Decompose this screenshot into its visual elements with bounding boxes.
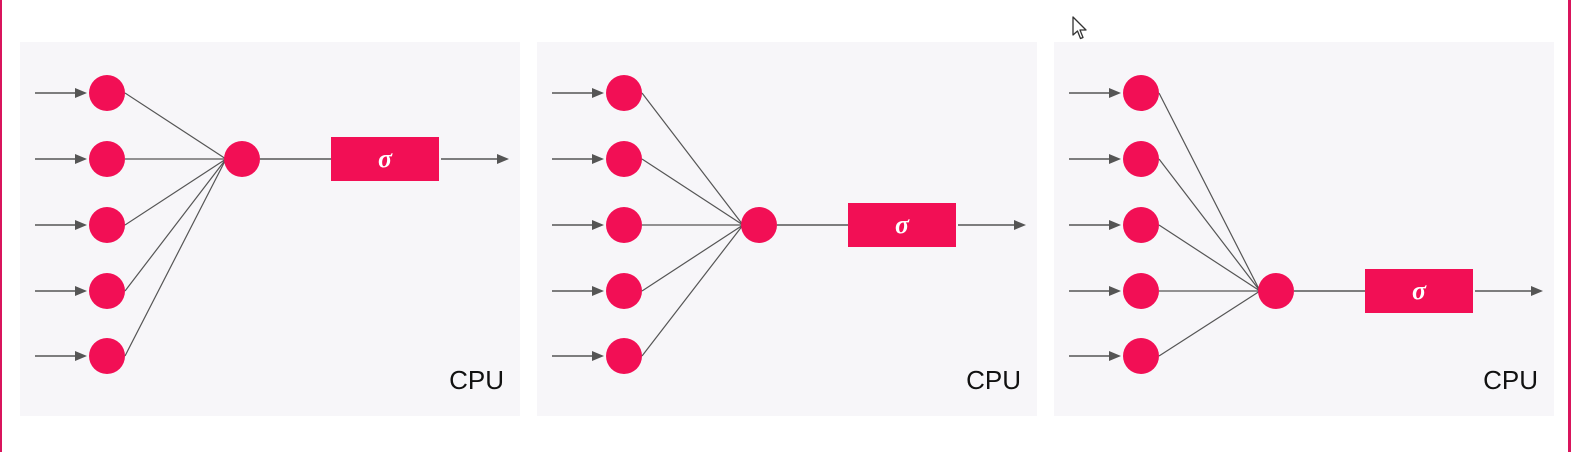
input-neuron xyxy=(606,141,642,177)
connection-line xyxy=(124,158,227,226)
input-arrow-head xyxy=(75,286,87,296)
frame-edge-right xyxy=(1568,0,1571,452)
input-arrow-head xyxy=(75,154,87,164)
input-arrow-head xyxy=(592,286,604,296)
input-neuron xyxy=(606,75,642,111)
input-neuron xyxy=(606,273,642,309)
input-neuron xyxy=(1123,207,1159,243)
sigma-activation-box: σ xyxy=(1365,269,1473,313)
connection-line xyxy=(124,158,227,292)
connection-line xyxy=(641,224,744,292)
connection-line xyxy=(641,92,744,226)
frame-edge-left xyxy=(0,0,2,452)
network-diagram-1 xyxy=(35,75,509,374)
input-neuron xyxy=(606,338,642,374)
cpu-label: CPU xyxy=(1483,365,1538,395)
sigma-activation-box: σ xyxy=(331,137,439,181)
connection-line xyxy=(641,224,744,357)
input-arrow-head xyxy=(1109,88,1121,98)
input-neuron xyxy=(1123,273,1159,309)
output-arrow-head xyxy=(1014,220,1026,230)
connection-line xyxy=(124,92,227,160)
summation-neuron xyxy=(741,207,777,243)
connection-line xyxy=(1158,290,1261,357)
input-neuron xyxy=(89,338,125,374)
input-arrow-head xyxy=(592,88,604,98)
connection-line xyxy=(1158,224,1261,292)
connection-line xyxy=(1158,92,1261,292)
input-arrow-head xyxy=(1109,351,1121,361)
input-arrow-head xyxy=(592,220,604,230)
neural-network-panel-1: σ CPU xyxy=(20,42,520,416)
input-arrow-head xyxy=(75,220,87,230)
connection-line xyxy=(1158,158,1261,292)
mouse-pointer-icon xyxy=(1072,16,1087,40)
network-diagram-3 xyxy=(1069,75,1543,374)
input-neuron xyxy=(1123,141,1159,177)
cpu-label: CPU xyxy=(966,365,1021,395)
connection-line xyxy=(124,158,227,357)
cpu-label: CPU xyxy=(449,365,504,395)
network-diagram-2 xyxy=(552,75,1026,374)
input-arrow-head xyxy=(1109,220,1121,230)
input-neuron xyxy=(1123,338,1159,374)
input-neuron xyxy=(89,75,125,111)
input-neuron xyxy=(606,207,642,243)
input-arrow-head xyxy=(1109,154,1121,164)
neural-network-panel-2: σ CPU xyxy=(537,42,1037,416)
input-arrow-head xyxy=(592,154,604,164)
output-arrow-head xyxy=(1531,286,1543,296)
input-neuron xyxy=(89,207,125,243)
sigma-activation-box: σ xyxy=(848,203,956,247)
output-arrow-head xyxy=(497,154,509,164)
summation-neuron xyxy=(224,141,260,177)
input-arrow-head xyxy=(1109,286,1121,296)
input-neuron xyxy=(89,273,125,309)
input-arrow-head xyxy=(592,351,604,361)
neural-network-panel-3: σ CPU xyxy=(1054,42,1554,416)
input-neuron xyxy=(1123,75,1159,111)
summation-neuron xyxy=(1258,273,1294,309)
input-arrow-head xyxy=(75,351,87,361)
input-neuron xyxy=(89,141,125,177)
connection-line xyxy=(641,158,744,226)
input-arrow-head xyxy=(75,88,87,98)
